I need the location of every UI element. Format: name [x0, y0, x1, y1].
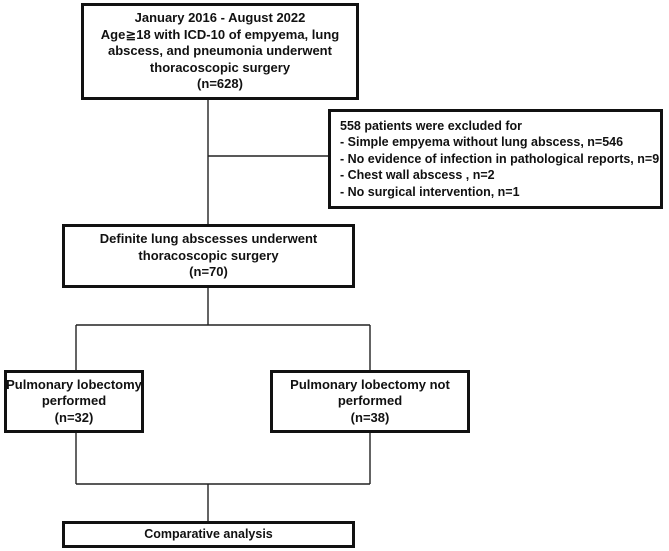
lobectomy-not-performed-line: performed	[337, 393, 403, 409]
enrollment-box: January 2016 - August 2022 Age≧18 with I…	[81, 3, 359, 100]
exclusion-box: 558 patients were excluded for - Simple …	[328, 109, 663, 209]
exclusion-heading: 558 patients were excluded for	[340, 118, 523, 133]
enrollment-line: January 2016 - August 2022	[134, 10, 306, 26]
enrollment-line: abscess, and pneumonia underwent	[108, 43, 332, 59]
comparative-analysis-box: Comparative analysis	[62, 521, 355, 548]
included-line: thoracoscopic surgery	[138, 247, 279, 263]
enrollment-count: (n=628)	[197, 76, 243, 92]
exclusion-item: - Simple empyema without lung abscess, n…	[340, 135, 624, 150]
lobectomy-not-performed-count: (n=38)	[350, 409, 390, 425]
lobectomy-performed-count: (n=32)	[54, 409, 94, 425]
lobectomy-performed-line: performed	[41, 393, 107, 409]
enrollment-line: Age≧18 with ICD-10 of empyema, lung	[100, 26, 340, 42]
lobectomy-performed-line: Pulmonary lobectomy	[6, 376, 142, 392]
lobectomy-performed-box: Pulmonary lobectomy performed (n=32)	[4, 370, 144, 433]
included-count: (n=70)	[189, 264, 228, 280]
exclusion-item: - Chest wall abscess , n=2	[340, 168, 495, 183]
included-line: Definite lung abscesses underwent	[99, 231, 318, 247]
comparative-analysis-label: Comparative analysis	[144, 527, 273, 542]
lobectomy-not-performed-line: Pulmonary lobectomy not	[290, 376, 450, 392]
exclusion-item: - No evidence of infection in pathologic…	[340, 151, 660, 166]
exclusion-item: - No surgical intervention, n=1	[340, 184, 520, 199]
enrollment-line: thoracoscopic surgery	[149, 59, 291, 75]
included-box: Definite lung abscesses underwent thorac…	[62, 224, 355, 288]
lobectomy-not-performed-box: Pulmonary lobectomy not performed (n=38)	[270, 370, 470, 433]
